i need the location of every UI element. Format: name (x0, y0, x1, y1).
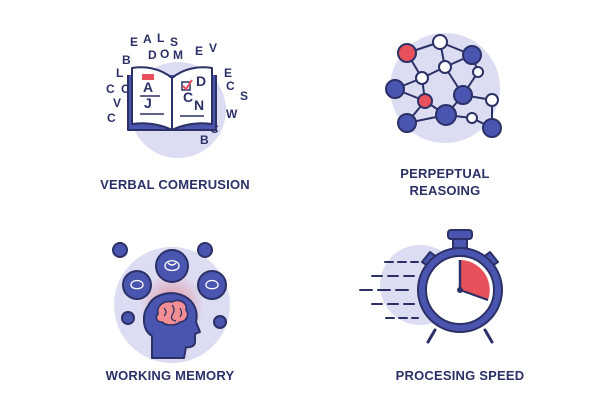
verbal-comprehension-label: VERBAL COMERUSION (100, 177, 250, 192)
network-nodes-icon (385, 33, 502, 143)
letter-v2: V (113, 96, 121, 110)
letter-e2: E (195, 44, 203, 58)
processing-speed-tile: PROCESING SPEED (300, 210, 600, 420)
processing-speed-label: PROCESING SPEED (395, 368, 525, 383)
verbal-comprehension-tile: E A L S D O M E V B L C O V C E S W C B … (0, 0, 300, 210)
letter-d: D (148, 48, 157, 62)
open-book-letters-icon: E A L S D O M E V B L C O V C E S W C B … (106, 31, 248, 158)
letter-c4: C (226, 79, 235, 93)
letter-b2: B (200, 133, 209, 147)
letter-a: A (143, 32, 152, 46)
letter-o2: O (121, 82, 130, 96)
page-letter-a: A (143, 79, 153, 95)
letter-b: B (122, 53, 131, 67)
letter-e: E (130, 35, 138, 49)
letter-w: W (226, 107, 238, 121)
letter-v: V (209, 41, 217, 55)
letter-e3: E (224, 66, 232, 80)
perceptual-reasoning-tile: PERPEPTUAL REASOING (300, 0, 600, 210)
page-letter-n: N (194, 97, 204, 113)
page-letter-c: C (183, 89, 193, 105)
letter-c: C (106, 82, 115, 96)
page-letter-d: D (196, 73, 206, 89)
letter-c2: C (107, 111, 116, 125)
stopwatch-speed-icon (359, 229, 503, 344)
page-letter-j: J (144, 95, 152, 111)
letter-s: S (170, 35, 178, 49)
letter-l2: L (116, 66, 123, 80)
working-memory-tile: WORKING MEMORY (0, 210, 300, 420)
letter-l: L (157, 31, 164, 45)
letter-o: O (160, 47, 169, 61)
letter-m: M (173, 48, 183, 62)
head-brain-memory-icon (112, 242, 230, 363)
perceptual-reasoning-label: PERPEPTUAL REASOING (400, 166, 490, 198)
letter-s2: S (240, 89, 248, 103)
working-memory-label: WORKING MEMORY (105, 368, 235, 383)
